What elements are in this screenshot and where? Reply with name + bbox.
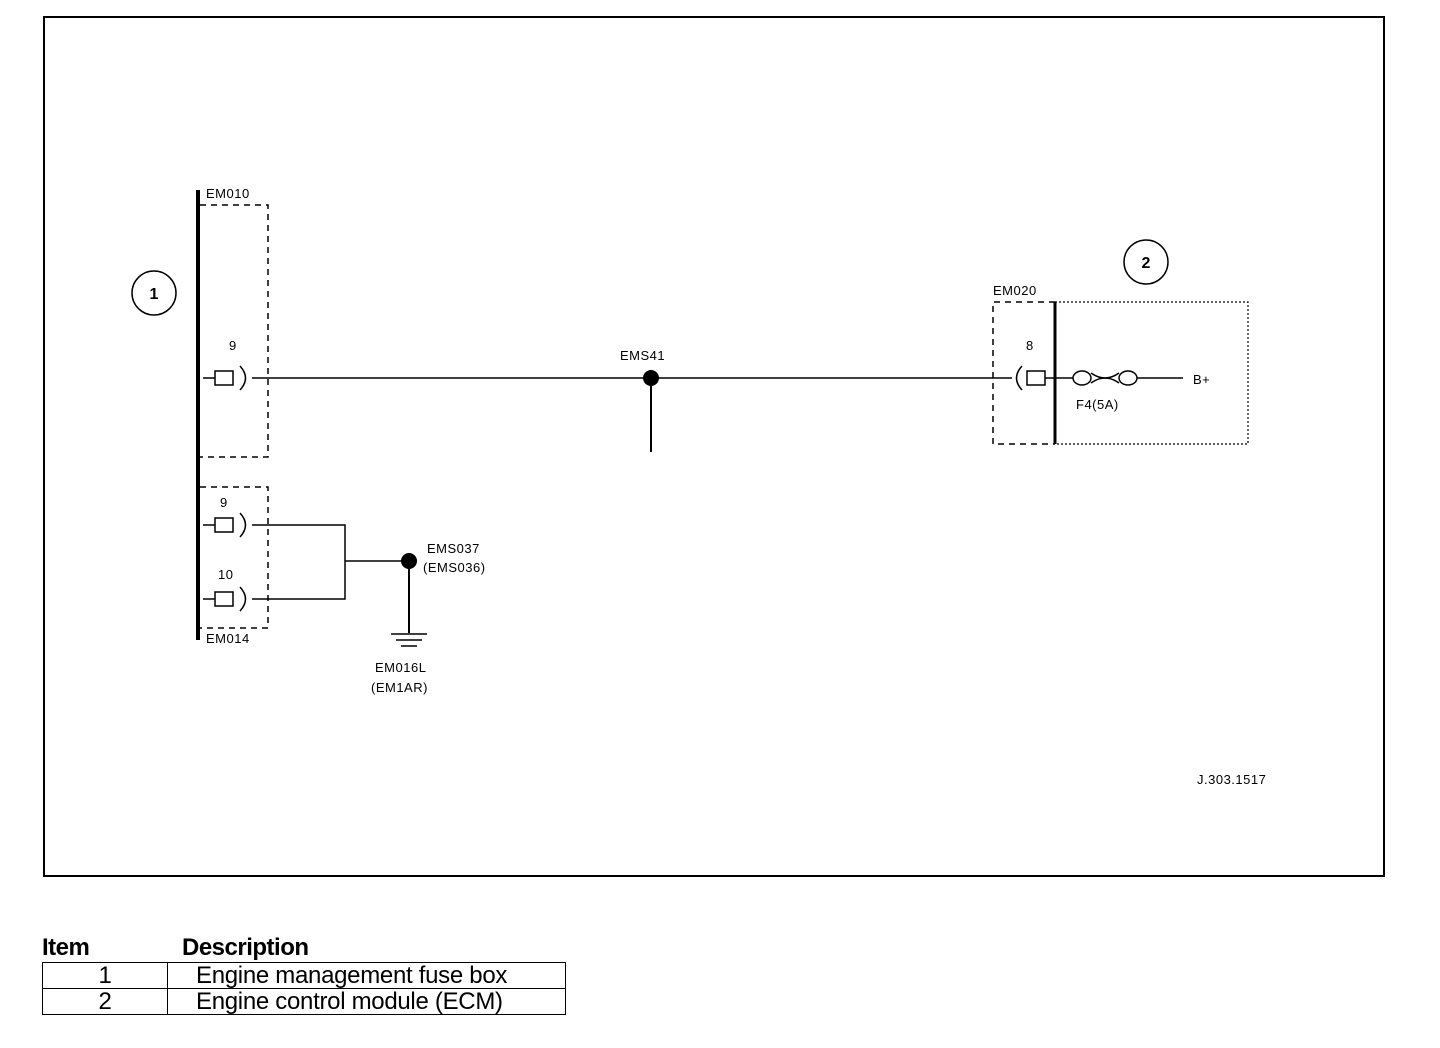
ground-symbol-icon	[391, 633, 427, 647]
pin-em014-9: 9	[203, 495, 247, 538]
ground-em1ar-label: (EM1AR)	[371, 680, 428, 695]
pin-em010-9-number: 9	[229, 338, 237, 353]
connector-em010-label: EM010	[206, 186, 250, 201]
wiring-diagram: EM010 EM014 1 9 9 10 EMS41	[43, 16, 1385, 877]
splice-ems036-label: (EMS036)	[423, 560, 486, 575]
pin-em010-9: 9	[203, 338, 247, 391]
pin-em014-9-number: 9	[220, 495, 228, 510]
legend-description-header: Description	[182, 934, 309, 961]
fuse-f4-label: F4(5A)	[1076, 397, 1119, 412]
legend-description-cell: Engine control module (ECM)	[167, 988, 566, 1015]
callout-1-label: 1	[150, 286, 159, 303]
splice-ems41-label: EMS41	[620, 348, 665, 363]
pin-em014-10: 10	[203, 567, 247, 612]
fuse-icon	[1072, 370, 1138, 386]
connector-em014-outline	[200, 486, 269, 629]
legend-header: Item Description	[42, 934, 568, 962]
splice-ems41-dot	[643, 370, 659, 386]
connector-em020-label: EM020	[993, 283, 1037, 298]
pin-em014-10-number: 10	[218, 567, 233, 582]
callout-2-label: 2	[1142, 255, 1151, 272]
legend-table: 1 Engine management fuse box 2 Engine co…	[42, 962, 566, 1015]
splice-ems037-label: EMS037	[427, 541, 480, 556]
table-row: 1 Engine management fuse box	[42, 962, 566, 989]
legend-item-cell: 2	[42, 988, 168, 1015]
supply-b-plus-label: B+	[1193, 372, 1210, 387]
legend-description-cell: Engine management fuse box	[167, 962, 566, 989]
ecm-component: 2 EM020 8 F4(5A) B+	[992, 239, 1249, 445]
callout-circle-2	[1123, 239, 1169, 285]
ground-circuit: EMS037 (EMS036) EM016L (EM1AR)	[252, 524, 486, 695]
legend-item-cell: 1	[42, 962, 168, 989]
fuse-box-component: EM010 EM014 1 9 9 10	[131, 186, 269, 646]
callout-circle-1	[131, 270, 177, 316]
connector-em014-label: EM014	[206, 631, 250, 646]
pin-em020-8: 8	[1015, 338, 1073, 391]
connector-em010-outline	[200, 204, 269, 458]
connector-em020-outline	[992, 301, 1055, 445]
ecm-body-outline	[1055, 301, 1249, 445]
legend: Item Description 1 Engine management fus…	[42, 934, 568, 1015]
ground-em016l-label: EM016L	[375, 660, 426, 675]
legend-item-header: Item	[42, 934, 90, 961]
diagram-reference-code: J.303.1517	[1197, 772, 1266, 787]
pin-em020-8-number: 8	[1026, 338, 1034, 353]
table-row: 2 Engine control module (ECM)	[42, 988, 566, 1015]
diagram-frame	[43, 16, 1385, 877]
